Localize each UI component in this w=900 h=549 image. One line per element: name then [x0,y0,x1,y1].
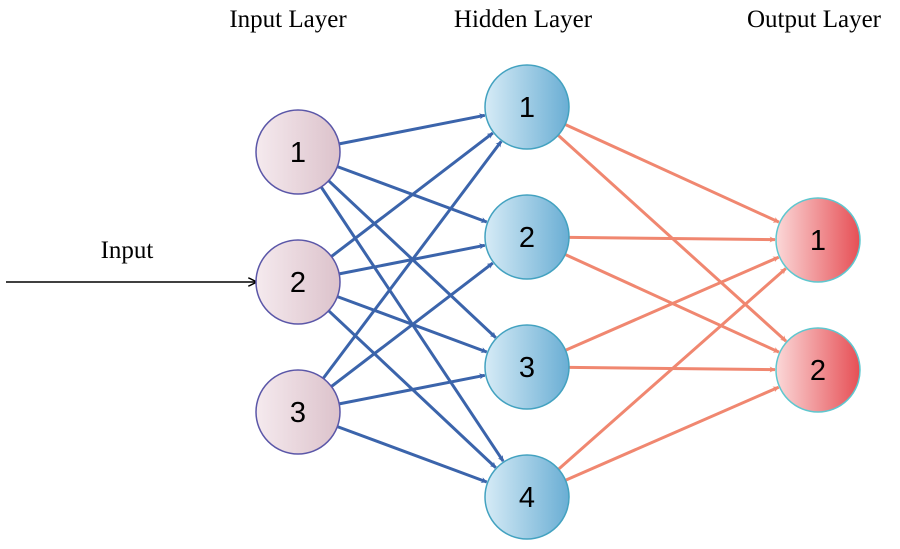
hidden-node-label: 3 [519,352,535,384]
edge-hidden-2-to-output-1 [568,235,776,243]
output-node-circle [775,327,861,413]
hidden-node-2: 2 [484,194,570,280]
hidden-node-circle [484,194,570,280]
input-node-label: 3 [290,397,306,429]
hidden-node-label: 4 [519,482,535,514]
output-node-circle [775,197,861,283]
edge-hidden-4-to-output-2 [564,385,780,482]
output-node-2: 2 [775,327,861,413]
edge-hidden-1-to-output-1 [564,123,780,224]
hidden-node-circle [484,454,570,540]
output-node-label: 1 [810,225,826,257]
edge-input-3-to-hidden-3 [338,373,486,406]
hidden-node-1: 1 [484,64,570,150]
output-layer-title: Output Layer [747,6,882,33]
edge-input-3-to-hidden-2 [330,261,494,388]
output-node-label: 2 [810,355,826,387]
input-node-label: 1 [290,137,306,169]
input-node-circle [255,369,341,455]
hidden-node-circle [484,64,570,150]
input-node-2: 2 [255,239,341,325]
input-node-circle [255,109,341,195]
hidden-node-circle [484,324,570,410]
hidden-node-label: 1 [519,92,535,124]
hidden-node-label: 2 [519,222,535,254]
edge-hidden-3-to-output-1 [564,255,780,352]
edge-input-1-to-hidden-1 [338,113,486,146]
edge-input-3-to-hidden-1 [322,140,503,380]
input-node-label: 2 [290,267,306,299]
input-node-1: 1 [255,109,341,195]
hidden-node-4: 4 [484,454,570,540]
input-node-circle [255,239,341,325]
input-node-3: 3 [255,369,341,455]
connections [319,113,788,484]
edge-hidden-4-to-output-1 [557,267,787,471]
nodes: 1 2 3 1 2 3 4 1 2 [255,64,861,540]
input-layer-title: Input Layer [229,6,347,33]
hidden-node-3: 3 [484,324,570,410]
edge-input-3-to-hidden-4 [336,425,488,484]
output-node-1: 1 [775,197,861,283]
edge-input-2-to-hidden-1 [330,131,494,258]
input-arrow-label: Input [101,237,154,264]
hidden-layer-title: Hidden Layer [454,6,593,33]
